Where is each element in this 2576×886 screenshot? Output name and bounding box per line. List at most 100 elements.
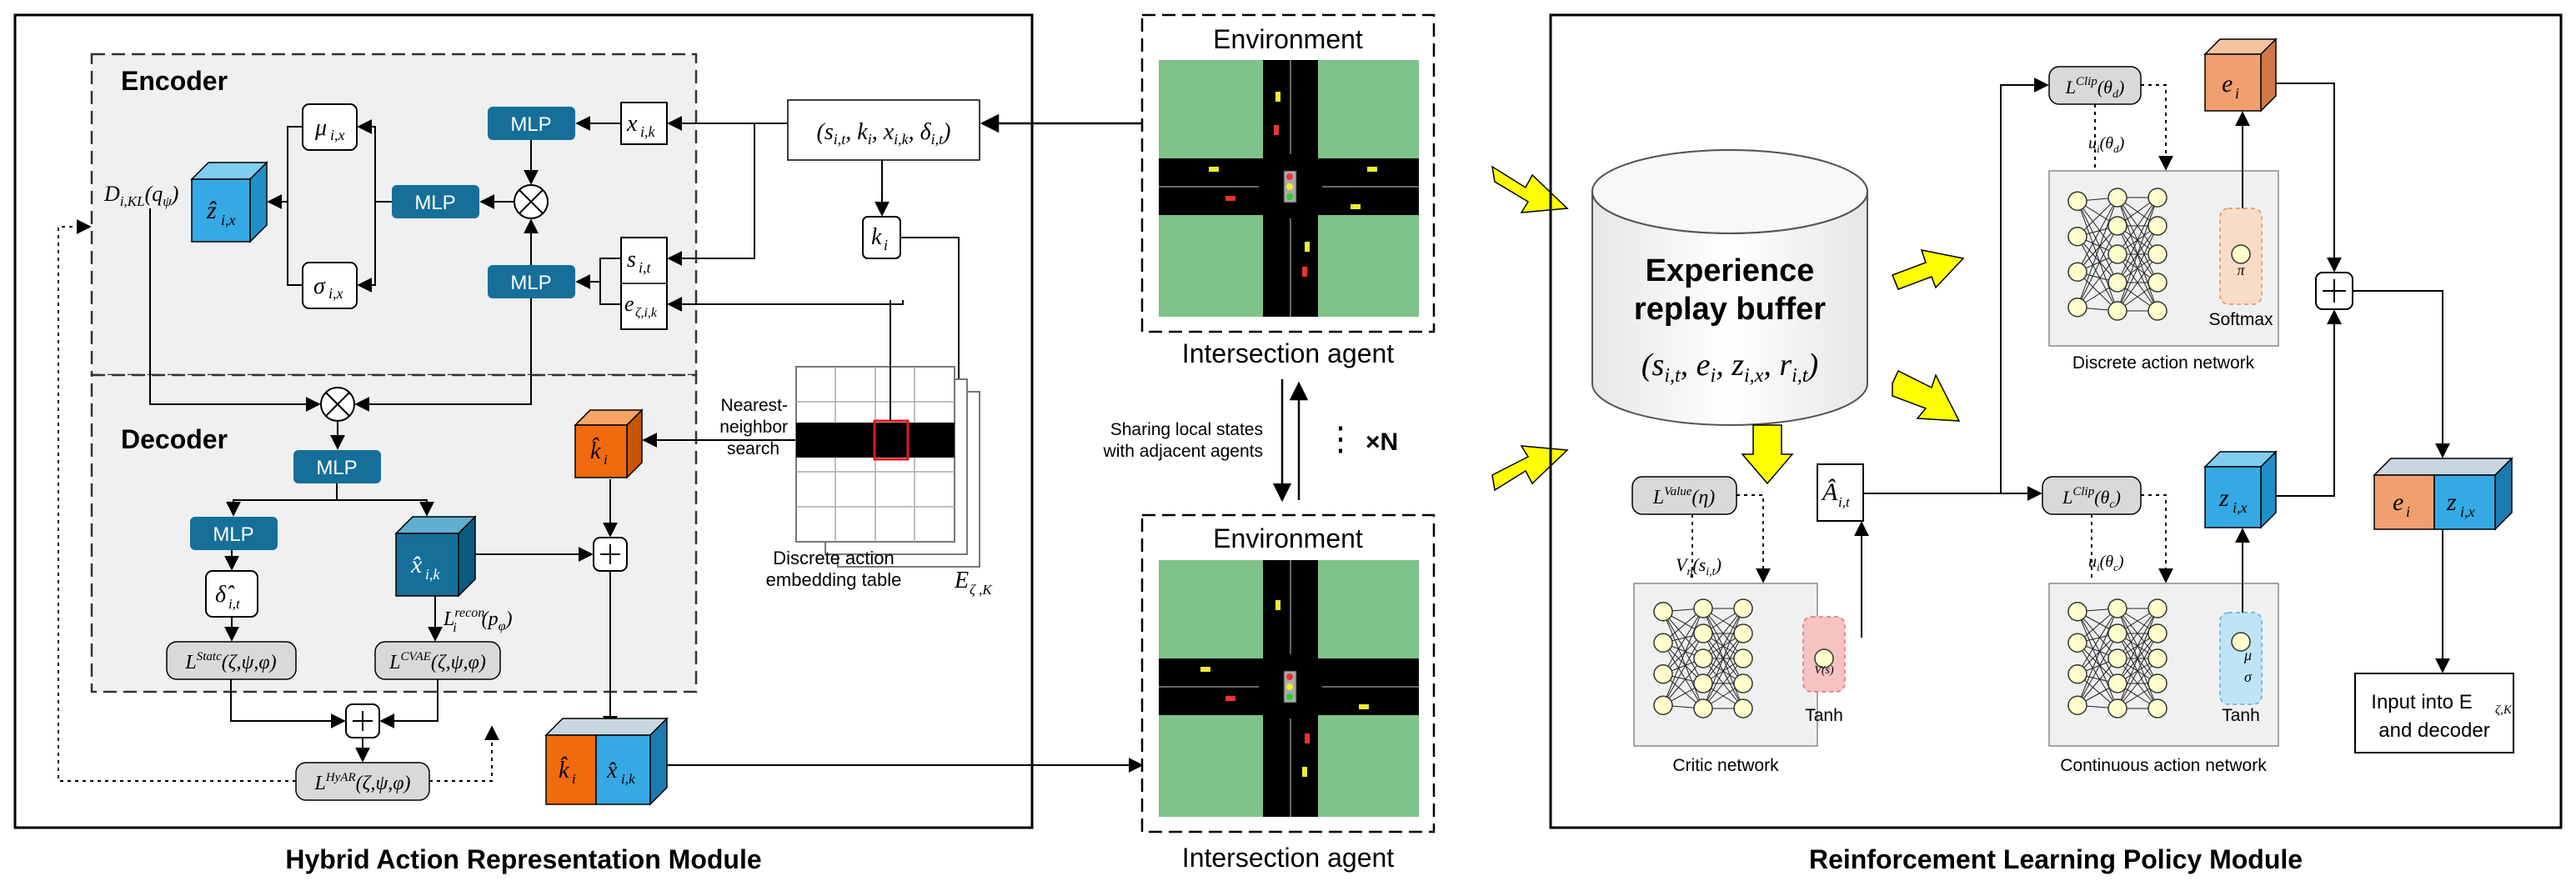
k-i-sub: i <box>884 237 888 253</box>
delta-hat-sub: i,t <box>228 596 241 612</box>
nn-node <box>2067 262 2087 282</box>
nn-node <box>2148 244 2168 264</box>
nn-edge <box>2077 253 2118 308</box>
nn-edge <box>2077 658 2118 706</box>
nn-node <box>2107 301 2127 321</box>
khat-xhat-plus-icon <box>593 537 628 572</box>
sigma-sub: i,x <box>328 285 343 302</box>
nn-edge <box>2117 197 2158 255</box>
intersection-agent-bottom-label: Intersection agent <box>1182 843 1395 873</box>
nn-edge <box>2117 253 2158 312</box>
vertical-dots: ⋮ <box>1324 421 1357 458</box>
nn-node <box>2148 301 2168 321</box>
rl-policy-module-frame <box>1549 13 2563 829</box>
nn-edge <box>2077 197 2118 308</box>
nn-node <box>1653 633 1673 653</box>
continuous-neural-net <box>2067 598 2168 718</box>
nn-node <box>2148 623 2168 643</box>
nn-node <box>1653 664 1673 684</box>
s-it-label: s <box>627 247 636 273</box>
u-c-label: ui(θc) <box>2088 553 2124 573</box>
nn-edge <box>1702 658 1744 709</box>
nn-node <box>2107 244 2127 264</box>
l-value-label: LValue(η) <box>1652 485 1716 508</box>
nn-edge <box>2077 608 2118 675</box>
encoder-mlp-bottom-label: MLP <box>510 272 551 294</box>
nn-node <box>2148 216 2168 236</box>
v-eta-label: Vη(si,t) <box>1676 554 1722 578</box>
input-line1: Input into E <box>2371 691 2472 713</box>
mu-head-label: μ <box>2243 647 2252 663</box>
critic-tanh-label: Tanh <box>1805 706 1843 725</box>
nn-node <box>1733 598 1753 618</box>
intersection-bottom-traffic-intersection-icon <box>1159 560 1419 817</box>
nn-node <box>1733 648 1753 668</box>
embedding-table <box>795 366 980 568</box>
decoder-mlp-left-label: MLP <box>213 523 253 546</box>
nn-node <box>2067 695 2087 715</box>
environment-bottom-label: Environment <box>1213 523 1363 553</box>
nn-edge <box>1662 611 1704 659</box>
nn-edge <box>2117 658 2158 709</box>
nn-search-line2: neighbor <box>719 418 788 437</box>
concat-z-label: z <box>2446 488 2457 516</box>
u-d-label: ui(θd) <box>2088 134 2125 155</box>
nn-node <box>2107 698 2127 718</box>
nn-node <box>2107 623 2127 643</box>
nn-edge <box>1702 608 1744 684</box>
nn-edge <box>2117 197 2158 312</box>
decoder-circle-times-icon <box>320 387 355 422</box>
k-hat-3d-cube-icon <box>574 408 644 479</box>
nn-node <box>1693 648 1713 668</box>
mu-sub: i,x <box>330 127 345 143</box>
nn-node <box>2067 602 2087 622</box>
nn-node <box>2148 598 2168 618</box>
x-hat-3d-cube-icon <box>394 515 477 598</box>
concat-ei-zix-cubes <box>2373 457 2513 531</box>
replay-buffer-database-cylinder-icon <box>1591 149 1868 426</box>
l-clip-c-label: LClip(θc) <box>2062 485 2121 511</box>
output-xhat-label: x̂ <box>606 758 618 783</box>
decoder-mlp-top <box>293 450 381 483</box>
state-tuple-part: (s <box>817 119 834 145</box>
z-ix-rl-3d-cube-icon <box>2203 450 2278 529</box>
encoder-mlp-middle-label: MLP <box>414 192 455 214</box>
a-hat-box <box>1817 463 1864 522</box>
z-ix-label: ẑ <box>206 197 217 224</box>
nn-edge <box>1662 633 1704 706</box>
decoder-mlp-left <box>190 517 278 550</box>
l-clip-d-label: LClip(θd) <box>2065 75 2125 101</box>
environment-bottom-frame <box>1140 513 1436 833</box>
k-hat-label: k̂ <box>590 438 601 464</box>
continuous-tanh-label: Tanh <box>2222 706 2260 725</box>
e-label: e <box>624 292 634 316</box>
nn-edge <box>1662 608 1704 675</box>
nn-node <box>2107 273 2127 293</box>
output-xhat-sub: i,k <box>621 771 635 787</box>
nn-node <box>2107 188 2127 208</box>
nn-edge <box>2077 611 2118 709</box>
nn-edge <box>2077 225 2118 273</box>
nn-edge <box>1702 608 1744 659</box>
k-i-box <box>862 216 901 259</box>
nn-edge <box>1662 658 1704 706</box>
input-into-box <box>2354 673 2514 753</box>
e-i-3d-cube-icon <box>2203 38 2278 113</box>
state-tuple-label: (si,t, ki, xi,k, δi,t) <box>817 119 951 148</box>
l-hyar-label: LHyAR(ζ,ψ,φ) <box>313 771 410 794</box>
nn-node <box>2107 648 2127 668</box>
discrete-neural-net <box>2067 188 2168 321</box>
a-hat-sub: i,t <box>1838 494 1851 510</box>
x-ik-box <box>620 102 668 145</box>
nn-node <box>1733 698 1753 718</box>
buffer-title-line1: Experience <box>1646 253 1815 288</box>
z-ix-sub: i,x <box>221 212 236 228</box>
hybrid-action-module-frame <box>13 13 1034 829</box>
nn-edge <box>2077 236 2118 283</box>
encoder-circle-times-icon <box>514 184 549 219</box>
encoder-mlp-middle <box>392 185 479 218</box>
encoder-mlp-bottom <box>488 265 575 298</box>
nn-edge <box>2117 197 2158 283</box>
s-it-sub: i,t <box>639 259 652 276</box>
nn-edge <box>2077 633 2118 706</box>
